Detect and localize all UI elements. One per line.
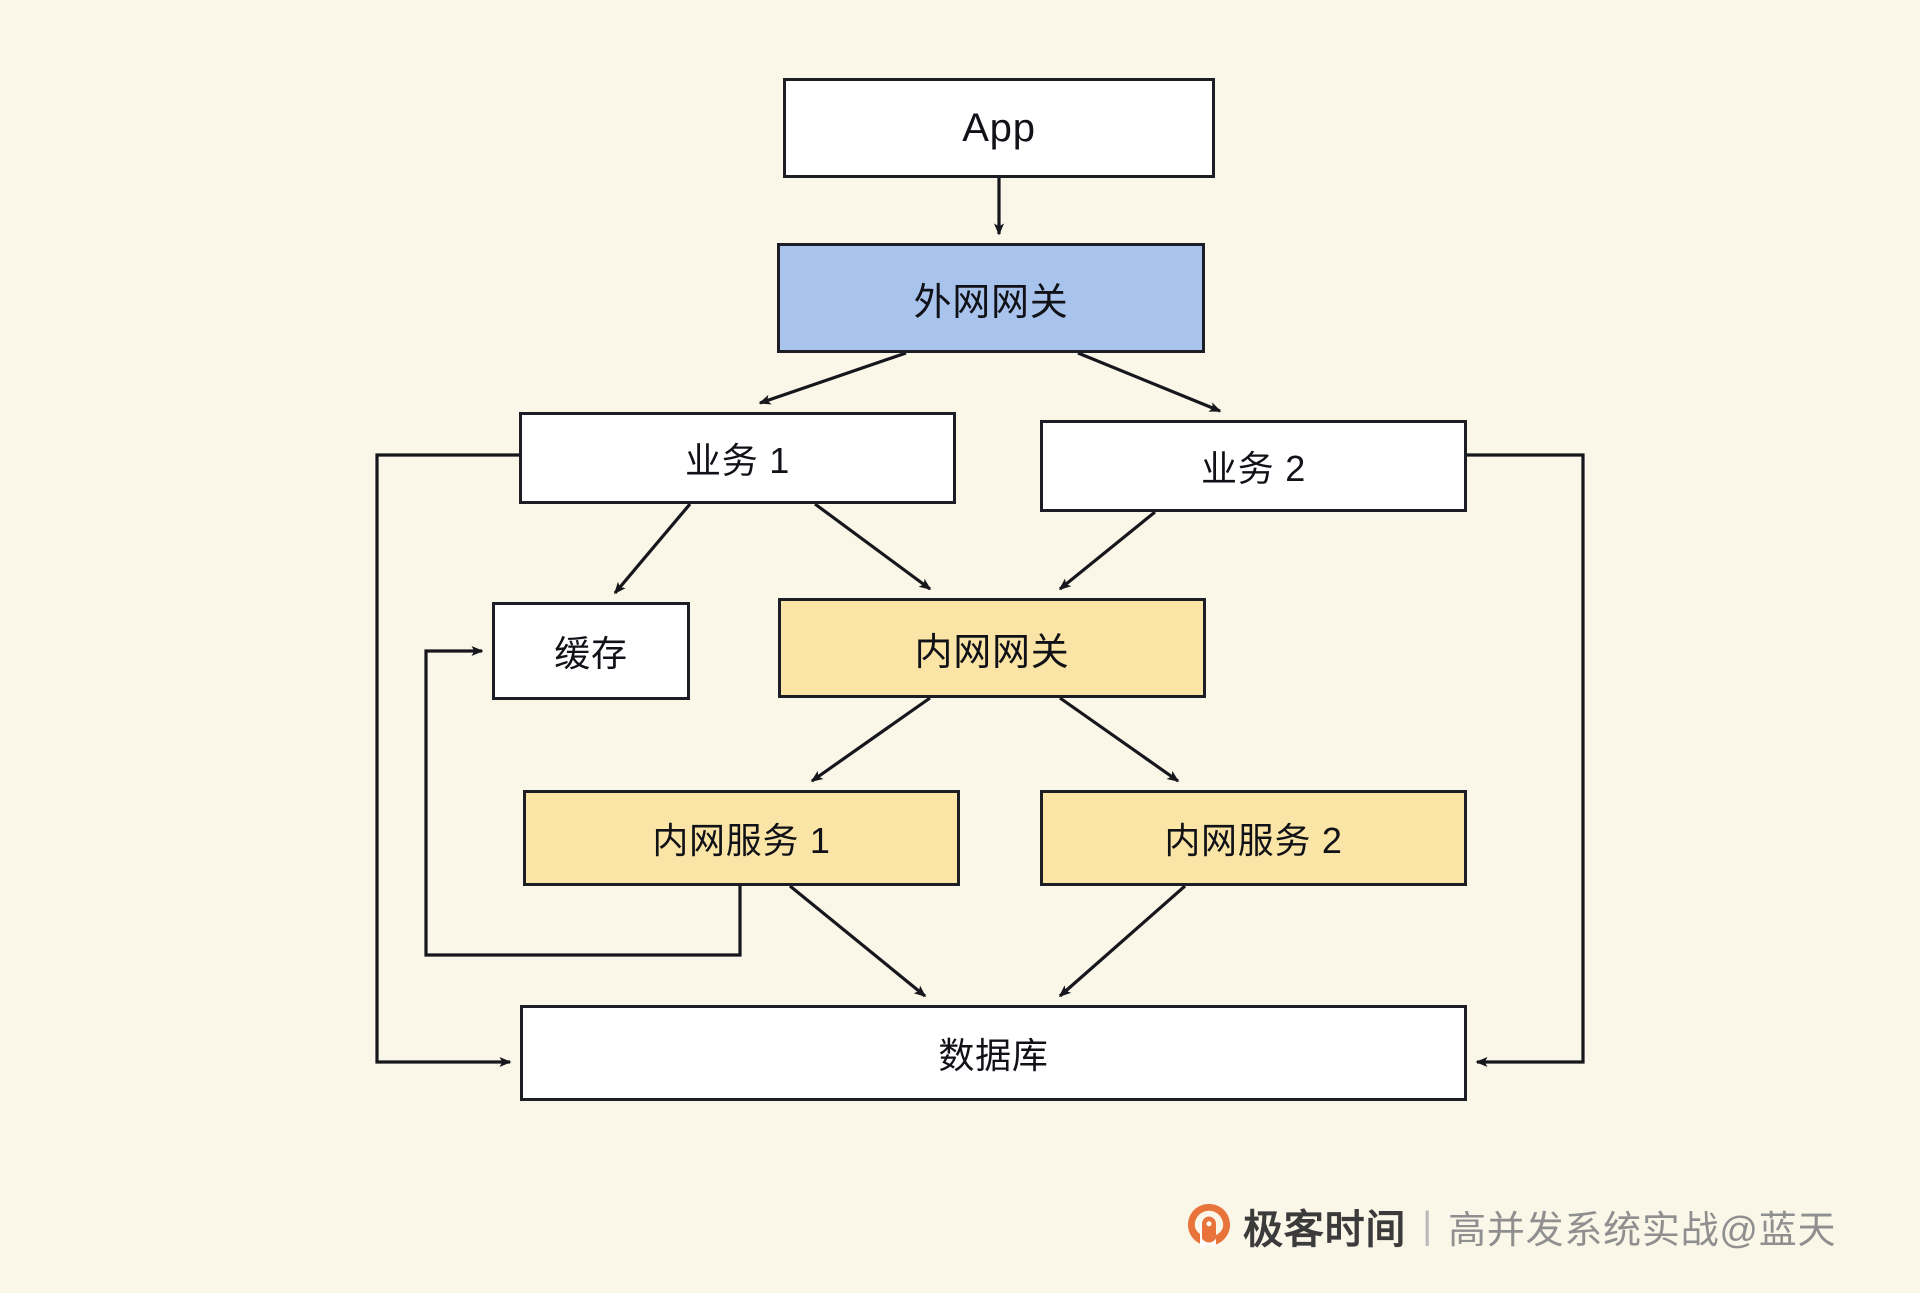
edge-service-1-to-database: [788, 884, 927, 998]
node-database[interactable]: 数据库: [520, 1005, 1467, 1101]
watermark: 极客时间 | 高并发系统实战@蓝天: [1185, 1196, 1836, 1256]
edge-business-2-to-internal-gateway: [1058, 510, 1157, 591]
node-business-1[interactable]: 业务 1: [519, 412, 956, 504]
edge-business-1-to-cache: [613, 502, 692, 595]
edge-external-gateway-to-business-2: [1077, 351, 1222, 413]
edge-external-gateway-to-business-1: [758, 351, 907, 405]
node-external-gateway-label: 外网网关: [913, 281, 1069, 324]
geekbang-logo-icon: [1188, 1204, 1230, 1248]
node-cache[interactable]: 缓存: [492, 602, 690, 700]
watermark-brand: 极客时间: [1243, 1208, 1407, 1252]
watermark-course: 高并发系统实战@蓝天: [1448, 1209, 1837, 1252]
node-business-1-label: 业务 1: [685, 440, 790, 481]
edge-business-1-to-internal-gateway: [814, 502, 932, 591]
node-database-label: 数据库: [938, 1035, 1049, 1076]
node-cache-label: 缓存: [554, 633, 628, 674]
node-internal-service-2-label: 内网服务 2: [1164, 820, 1343, 861]
edge-business-1-to-database-orthogonal: [375, 453, 519, 1067]
node-internal-service-2[interactable]: 内网服务 2: [1040, 790, 1467, 886]
edge-business-2-to-database-orthogonal: [1467, 453, 1585, 1067]
watermark-separator: |: [1422, 1204, 1433, 1247]
node-internal-service-1[interactable]: 内网服务 1: [523, 790, 960, 886]
node-app-label: App: [962, 105, 1036, 150]
node-external-gateway[interactable]: 外网网关: [777, 243, 1205, 353]
node-app[interactable]: App: [783, 78, 1215, 178]
node-business-2-label: 业务 2: [1201, 448, 1306, 489]
node-internal-gateway[interactable]: 内网网关: [778, 598, 1206, 698]
node-internal-gateway-label: 内网网关: [914, 631, 1070, 674]
node-internal-service-1-label: 内网服务 1: [652, 820, 831, 861]
edge-internal-gateway-to-service-1: [810, 696, 931, 783]
node-business-2[interactable]: 业务 2: [1040, 420, 1467, 512]
edge-service-2-to-database: [1058, 884, 1187, 998]
edge-internal-gateway-to-service-2: [1059, 696, 1180, 783]
